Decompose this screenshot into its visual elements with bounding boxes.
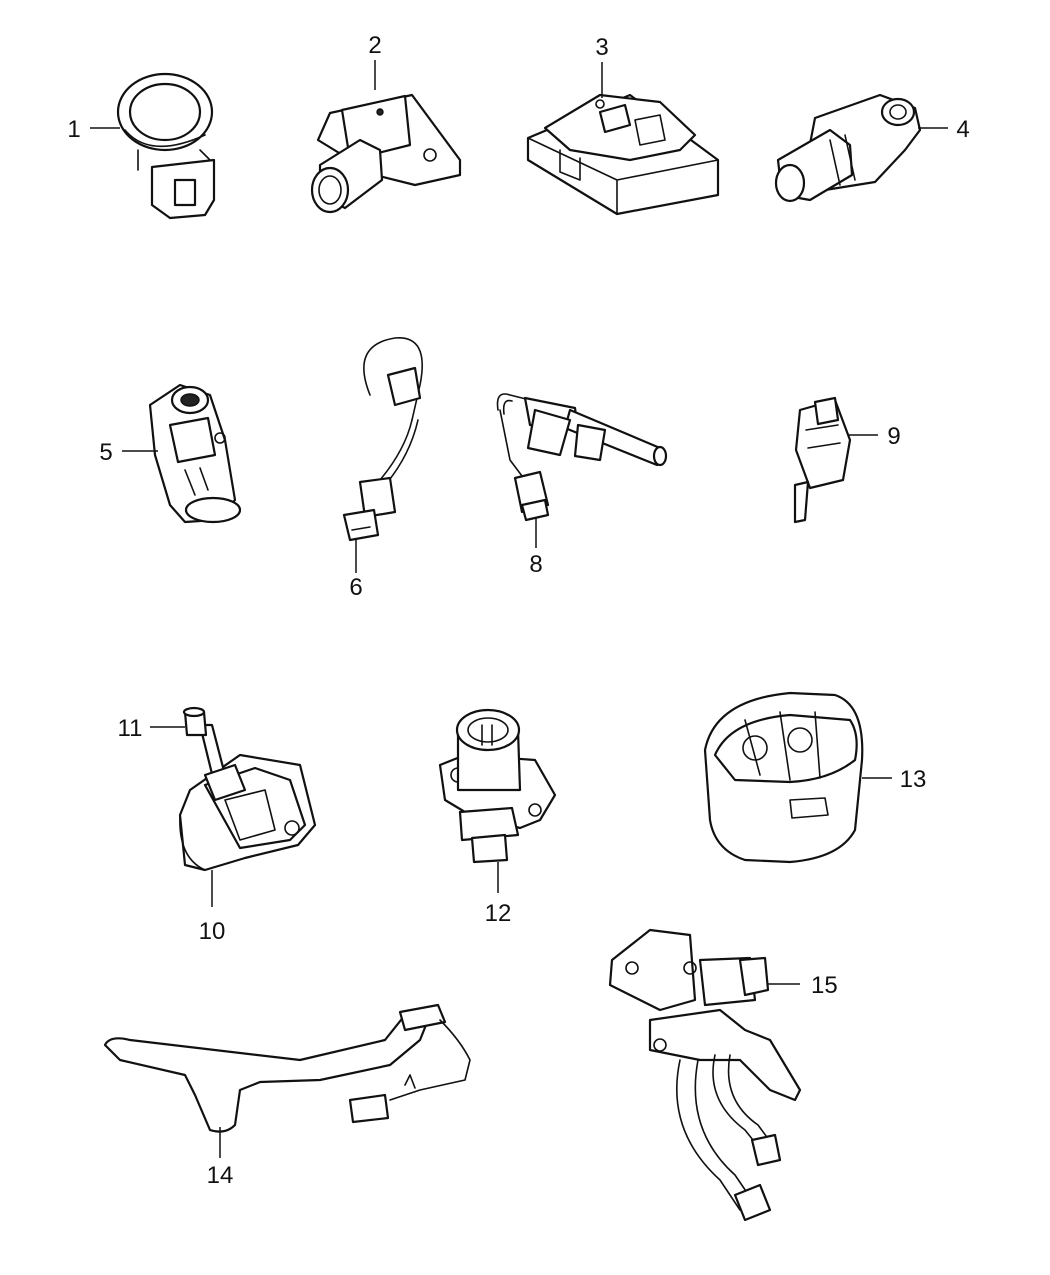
callout-3: 3 [595,34,608,61]
callout-14: 14 [207,1162,234,1189]
part-10-tpms-sensor [178,753,317,872]
callout-10: 10 [199,918,226,945]
callout-13: 13 [900,766,927,793]
callout-6: 6 [349,574,362,601]
callout-1: 1 [67,116,80,143]
part-4-side-impact-sensor [774,93,922,203]
part-2-impact-sensor [310,93,462,214]
callout-15: 15 [811,972,838,999]
part-6-wired-sensor [342,337,424,542]
callout-5: 5 [99,439,112,466]
callout-2: 2 [368,32,381,59]
part-3-control-module [526,93,720,216]
part-5-pressure-sensor [148,383,242,524]
part-1-park-assist-sensor [116,72,216,220]
part-11-valve-stem [182,706,247,802]
part-13-ultrasonic-sensor [703,691,864,864]
callout-12: 12 [485,900,512,927]
part-8-temperature-sensor [496,393,668,522]
part-14-occupant-sensor [103,1003,471,1133]
callout-11: 11 [118,715,143,742]
callout-8: 8 [529,551,542,578]
part-15-bracket-sensor [608,928,802,1222]
part-12-speed-sensor [438,708,557,864]
callout-4: 4 [956,116,969,143]
part-9-switch-sensor [793,396,852,524]
callout-9: 9 [887,423,900,450]
